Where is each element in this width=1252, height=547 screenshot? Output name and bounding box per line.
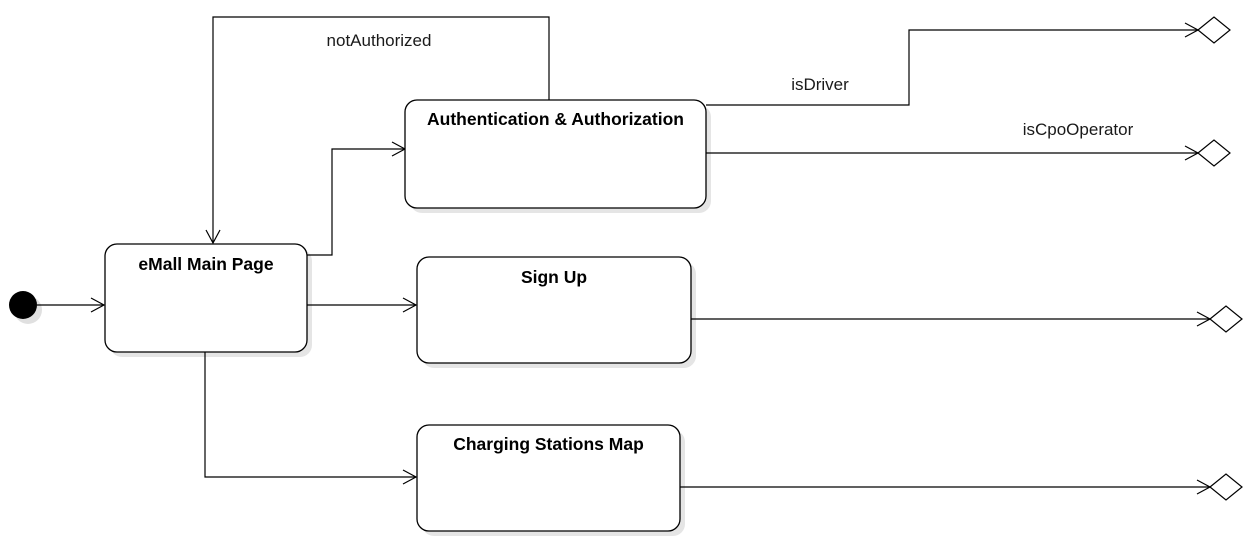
arrowhead-main-from-initial: [90, 297, 106, 313]
state-charging-stations-map-label: Charging Stations Map: [453, 434, 644, 454]
final-node-driver[interactable]: [1197, 16, 1231, 44]
arrowhead-main-from-auth: [205, 229, 221, 245]
edge-main-to-map[interactable]: [204, 352, 416, 478]
initial-node[interactable]: [9, 291, 37, 319]
state-authentication[interactable]: [404, 99, 707, 209]
edge-main-to-auth[interactable]: [307, 148, 405, 256]
label-is-cpo-operator: isCpoOperator: [1023, 120, 1134, 139]
edge-auth-is-driver[interactable]: [706, 29, 1198, 106]
final-node-signup[interactable]: [1209, 305, 1243, 333]
state-main-page[interactable]: [104, 243, 308, 353]
state-sign-up-label: Sign Up: [521, 267, 587, 287]
state-authentication-label: Authentication & Authorization: [427, 109, 684, 129]
state-charging-stations-map[interactable]: [416, 424, 681, 532]
state-sign-up[interactable]: [416, 256, 692, 364]
label-not-authorized: notAuthorized: [327, 31, 432, 50]
final-node-cpo[interactable]: [1197, 139, 1231, 167]
state-main-page-label: eMall Main Page: [138, 254, 273, 274]
arrowhead-signup: [402, 297, 418, 313]
final-node-map[interactable]: [1209, 473, 1243, 501]
label-is-driver: isDriver: [791, 75, 849, 94]
edge-auth-to-main-not-authorized[interactable]: [212, 16, 550, 243]
arrowhead-map: [402, 469, 418, 485]
